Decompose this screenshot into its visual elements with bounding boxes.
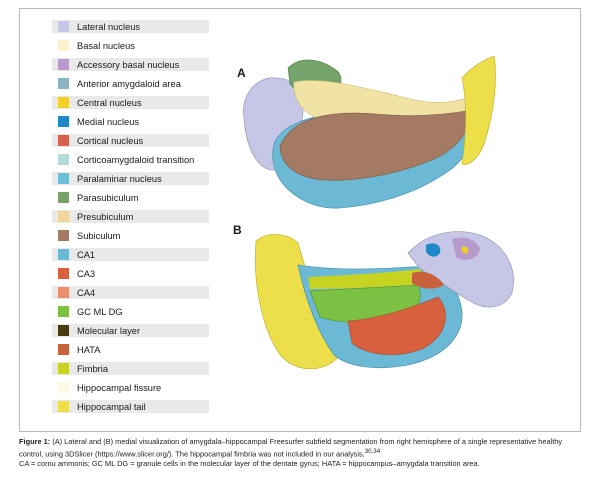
legend-swatch xyxy=(58,59,69,70)
legend-item: Anterior amygdaloid area xyxy=(38,74,209,93)
legend-item: Presubiculum xyxy=(38,207,209,226)
legend-label: Accessory basal nucleus xyxy=(77,59,180,70)
legend-label: Presubiculum xyxy=(77,211,134,222)
legend-item: Basal nucleus xyxy=(38,36,209,55)
panel-a-label: A xyxy=(237,66,246,80)
legend-swatch xyxy=(58,211,69,222)
legend-label: Molecular layer xyxy=(77,325,141,336)
figure-label: Figure 1: xyxy=(19,437,51,446)
legend-item: Accessory basal nucleus xyxy=(38,55,209,74)
legend-label: Medial nucleus xyxy=(77,116,140,127)
fimbria-region xyxy=(308,269,422,289)
figure-caption: Figure 1: (A) Lateral and (B) medial vis… xyxy=(19,437,581,468)
medial-view-rendering xyxy=(254,231,514,370)
caption-references: 30,34 xyxy=(364,447,381,455)
legend-swatch xyxy=(58,173,69,184)
legend-item: Subiculum xyxy=(38,226,209,245)
central-nucleus-region xyxy=(461,246,469,254)
legend-item: Cortical nucleus xyxy=(38,131,209,150)
legend-swatch xyxy=(58,78,69,89)
legend-label: Cortical nucleus xyxy=(77,135,144,146)
legend-label: CA1 xyxy=(77,249,96,260)
ca3-region xyxy=(347,296,446,355)
legend-item: Paralaminar nucleus xyxy=(38,169,209,188)
legend-label: Fimbria xyxy=(77,363,108,374)
legend-swatch xyxy=(58,287,69,298)
legend-swatch xyxy=(58,249,69,260)
legend-label: Lateral nucleus xyxy=(77,21,141,32)
legend-item: Molecular layer xyxy=(38,321,209,340)
legend-item: Lateral nucleus xyxy=(38,17,209,36)
legend-item: HATA xyxy=(38,340,209,359)
legend-item: Corticoamygdaloid transition xyxy=(38,150,209,169)
legend-swatch xyxy=(58,154,69,165)
legend-label: Corticoamygdaloid transition xyxy=(77,154,195,165)
legend-swatch xyxy=(58,192,69,203)
hippocampal-tail-region xyxy=(461,55,496,165)
caption-abbreviations: CA = cornu ammonis; GC ML DG = granule c… xyxy=(19,458,480,468)
legend-swatch xyxy=(58,40,69,51)
legend-item: GC ML DG xyxy=(38,302,209,321)
medial-nucleus-region xyxy=(426,243,441,257)
legend-swatch xyxy=(58,306,69,317)
caption-text: (A) Lateral and (B) medial visualization… xyxy=(19,437,563,459)
legend-swatch xyxy=(58,382,69,393)
hata-region xyxy=(412,271,444,289)
legend-label: Paralaminar nucleus xyxy=(77,173,162,184)
legend-label: Hippocampal fissure xyxy=(77,382,162,393)
legend-label: Parasubiculum xyxy=(77,192,139,203)
legend-swatch xyxy=(58,21,69,32)
legend-item: CA4 xyxy=(38,283,209,302)
legend-label: GC ML DG xyxy=(77,306,123,317)
legend-item: CA1 xyxy=(38,245,209,264)
legend-item: Hippocampal tail xyxy=(38,397,209,416)
legend-label: Basal nucleus xyxy=(77,40,135,51)
legend-label: CA3 xyxy=(77,268,96,279)
legend-item: CA3 xyxy=(38,264,209,283)
panel-b-label: B xyxy=(233,223,242,237)
legend-swatch xyxy=(58,230,69,241)
legend-label: CA4 xyxy=(77,287,96,298)
legend-swatch xyxy=(58,116,69,127)
legend-label: Subiculum xyxy=(77,230,121,241)
legend-label: HATA xyxy=(77,344,101,355)
legend-swatch xyxy=(58,325,69,336)
legend-swatch xyxy=(58,97,69,108)
subiculum-region xyxy=(279,109,473,181)
legend-label: Anterior amygdaloid area xyxy=(77,78,181,89)
legend-item: Fimbria xyxy=(38,359,209,378)
legend-swatch xyxy=(58,268,69,279)
legend-item: Central nucleus xyxy=(38,93,209,112)
lateral-view-rendering xyxy=(243,55,496,209)
legend-item: Medial nucleus xyxy=(38,112,209,131)
legend-item: Hippocampal fissure xyxy=(38,378,209,397)
legend-swatch xyxy=(58,135,69,146)
legend-item: Parasubiculum xyxy=(38,188,209,207)
legend-label: Hippocampal tail xyxy=(77,401,146,412)
legend-swatch xyxy=(58,363,69,374)
legend-swatch xyxy=(58,344,69,355)
legend-swatch xyxy=(58,401,69,412)
legend-label: Central nucleus xyxy=(77,97,142,108)
